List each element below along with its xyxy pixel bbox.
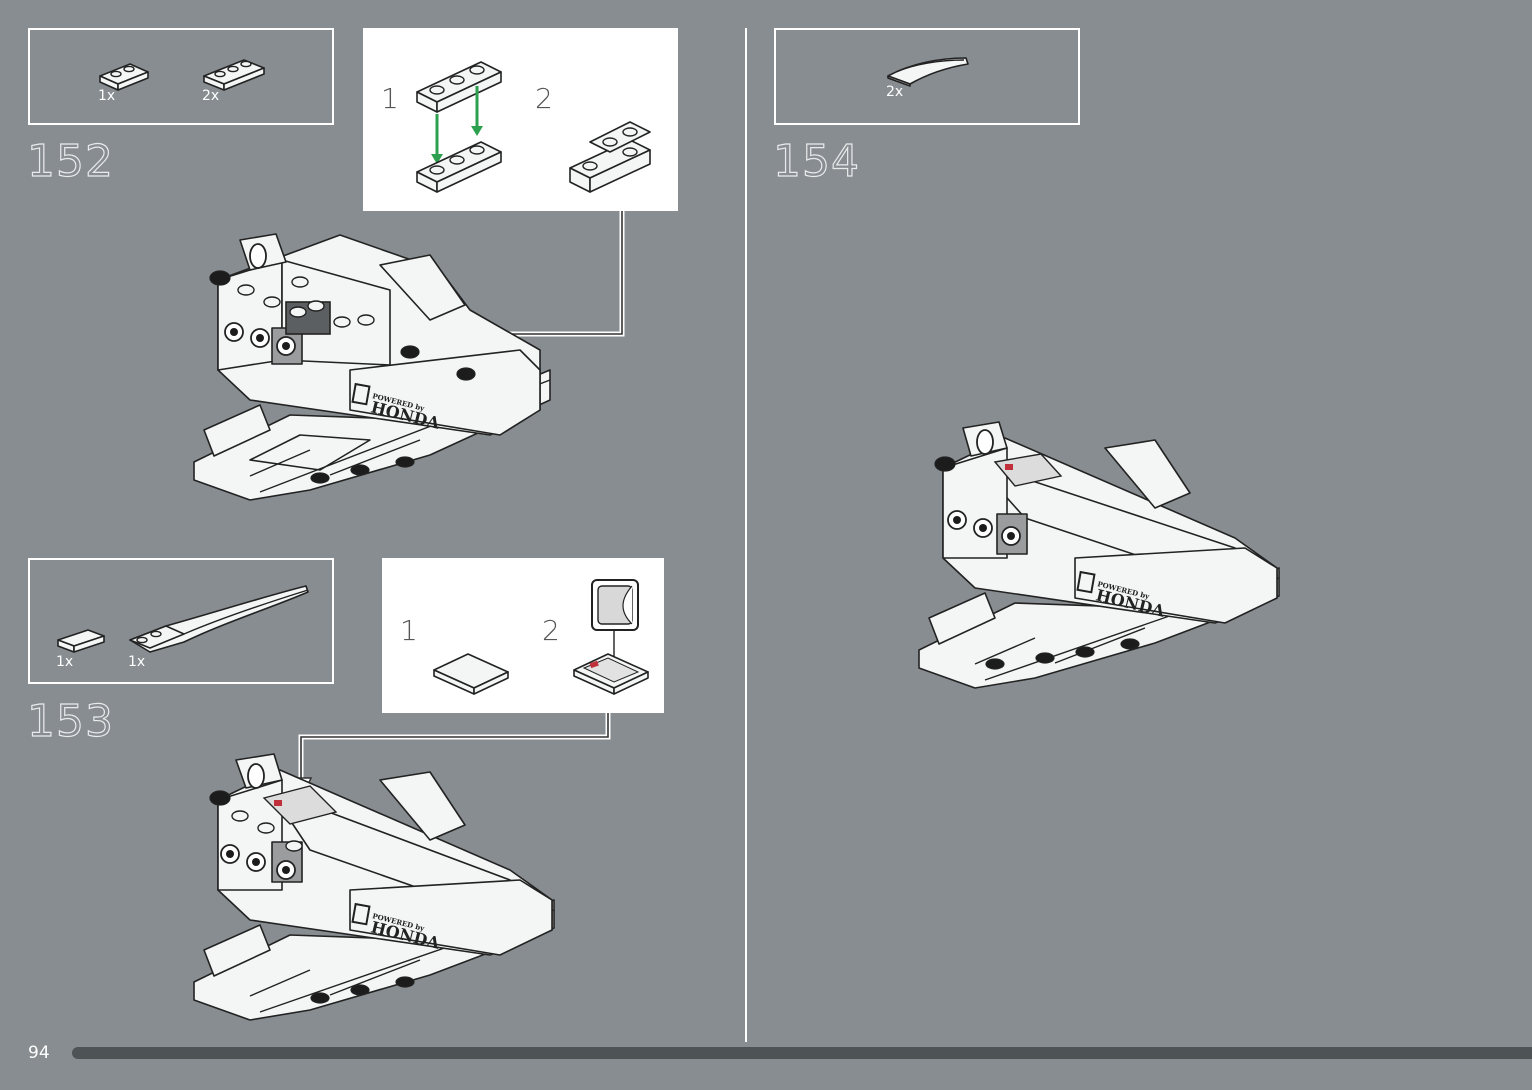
step-154-parts-box: 2x: [774, 28, 1080, 125]
step-number: 154: [773, 136, 860, 187]
qty-label: 2x: [886, 84, 903, 100]
page-divider: [745, 28, 747, 1042]
curved-slope-icon: [884, 52, 970, 88]
car-model-step-154: POWERED by HONDA: [915, 418, 1285, 698]
car-model-step-153: POWERED by HONDA: [190, 750, 560, 1030]
page-progress-bar: [72, 1047, 1532, 1059]
page-number: 94: [28, 1043, 50, 1063]
